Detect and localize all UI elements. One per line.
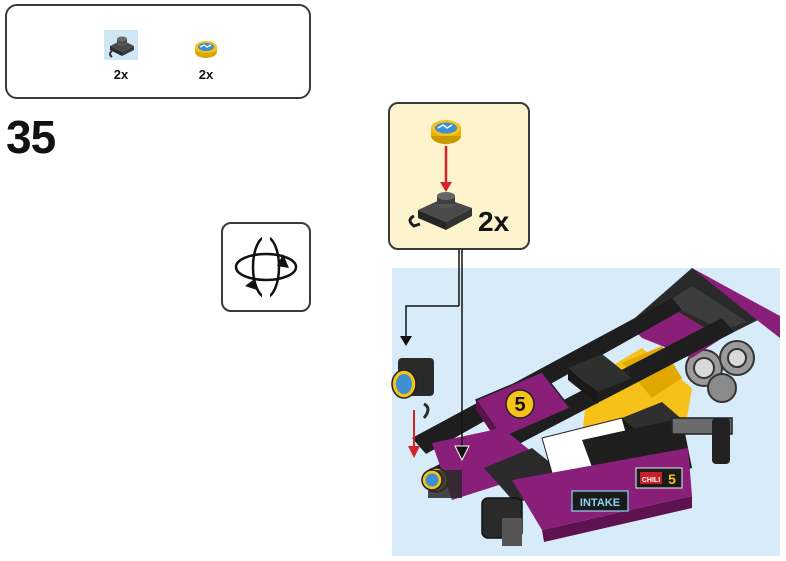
subassembly-quantity: 2x: [478, 206, 510, 237]
plate-1x1-with-clip-icon: [104, 30, 138, 60]
subassembly-callout: 2x: [388, 102, 530, 250]
parts-list-item: 2x: [191, 38, 221, 82]
intake-sticker: INTAKE: [571, 490, 629, 512]
model-scene: 5 INTAKE CHILI 5: [392, 268, 780, 556]
number-tile-label: 5: [514, 394, 525, 416]
chili-sticker-number: 5: [668, 471, 676, 487]
parts-list-box: 2x 2x: [5, 4, 311, 99]
rotate-model-icon: [234, 235, 298, 299]
subassembly-placed: [391, 358, 434, 419]
parts-list-item: 2x: [103, 30, 139, 82]
rotate-model-indicator[interactable]: [221, 222, 311, 312]
subassembly-illustration: [408, 120, 472, 230]
chili-sticker: CHILI 5: [635, 467, 683, 489]
part-quantity: 2x: [113, 67, 129, 82]
intake-sticker-text: INTAKE: [580, 497, 620, 509]
step-number: 35: [6, 111, 56, 163]
round-tile-printed-icon: [195, 41, 217, 58]
vehicle-model-illustration: 5 INTAKE CHILI 5: [412, 268, 780, 546]
exhaust-pipes: [685, 340, 755, 403]
chili-sticker-text: CHILI: [642, 477, 660, 484]
part-quantity: 2x: [198, 67, 214, 82]
